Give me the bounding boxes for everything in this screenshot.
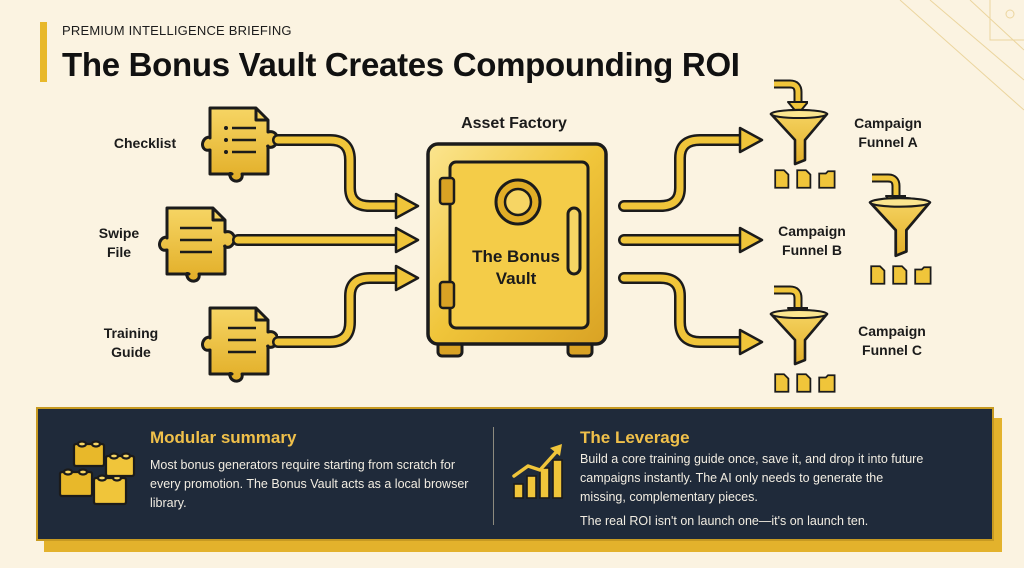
panel-left-title: Modular summary [150,428,297,447]
panel-right-text: Build a core training guide once, save i… [580,452,924,504]
output-arrows [618,134,746,348]
puzzle-doc-icon [200,106,278,183]
flow-diagram [157,0,932,393]
vault-label: The Bonus Vault [472,247,560,288]
blocks-icon [58,440,136,506]
output-label-funnel-b: Campaign Funnel B [778,223,846,258]
input-label-training-guide: Training Guide [103,325,159,360]
factory-label: Asset Factory [461,115,567,132]
output-label-funnel-a: Campaign Funnel A [854,115,922,150]
header-accent-bar [40,22,47,82]
panel-right-note: The real ROI isn't on launch one—it's on… [580,514,869,528]
funnel-icon [769,84,836,189]
header-kicker: PREMIUM INTELLIGENCE BRIEFING [62,23,292,38]
vault-icon [426,142,608,358]
output-label-funnel-c: Campaign Funnel C [858,323,926,358]
corner-decoration [899,0,1024,111]
page-title: The Bonus Vault Creates Compounding ROI [62,46,740,83]
bar-growth-icon [512,444,563,499]
funnel-icon [769,290,836,393]
panel-divider [493,427,494,525]
panel-right-title: The Leverage [580,428,690,447]
input-label-checklist: Checklist [113,135,177,151]
input-arrows [232,134,404,348]
puzzle-doc-icon [157,206,235,283]
funnel-icon [870,178,932,285]
puzzle-doc-icon [200,306,278,383]
panel-left-text: Most bonus generators require starting f… [150,458,469,510]
input-label-swipe-file: Swipe File [98,225,140,260]
